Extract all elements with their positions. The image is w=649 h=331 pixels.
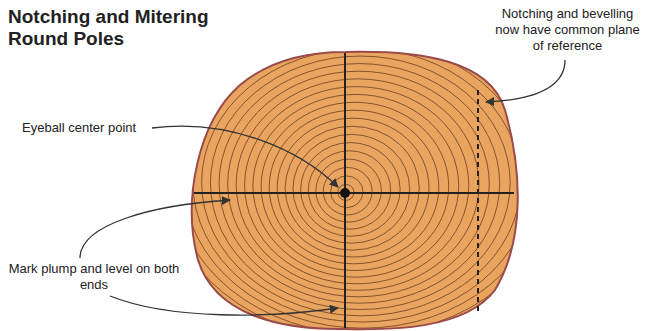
callout-label: Notching and bevelling now have common p… (490, 6, 645, 54)
leader-line (152, 126, 338, 187)
growth-ring (236, 79, 479, 290)
log-bark (192, 52, 518, 329)
log-face (192, 52, 518, 329)
growth-ring (285, 126, 419, 250)
growth-ring (175, 27, 553, 331)
growth-ring (147, 5, 586, 331)
growth-ring (269, 110, 439, 264)
growth-ring (210, 56, 510, 310)
growth-ring (316, 159, 382, 222)
growth-ring (308, 151, 390, 229)
growth-ring (261, 102, 449, 270)
growth-ring (166, 19, 564, 331)
growth-ring (245, 87, 469, 284)
growth-ring (293, 134, 410, 243)
growth-ring (219, 64, 500, 304)
leader-line (110, 296, 338, 315)
growth-ring (323, 167, 372, 214)
growth-ring (301, 143, 400, 237)
growth-ring (228, 71, 490, 297)
growth-ring (277, 118, 429, 257)
growth-ring (253, 94, 459, 277)
callout-label: Eyeball center point (22, 120, 157, 136)
growth-ring (184, 34, 542, 328)
reference-plane (477, 90, 479, 312)
leader-line (80, 200, 230, 258)
leader-line (486, 60, 565, 102)
level-line (194, 192, 514, 194)
center-dot (340, 188, 350, 198)
diagram-title: Notching and Mitering Round Poles (8, 6, 238, 50)
growth-ring (138, 0, 598, 331)
growth-ring (156, 12, 575, 331)
growth-ring (202, 49, 521, 316)
growth-ring (331, 176, 363, 208)
callout-label: Mark plump and level on both ends (4, 261, 184, 293)
